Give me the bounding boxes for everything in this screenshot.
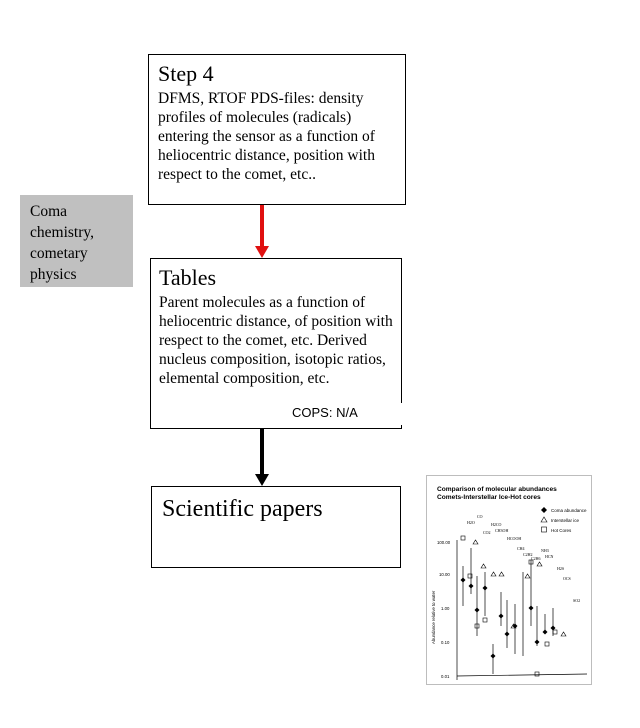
thumbnail-plot: Coma abundance Interstellar ice Hot Core… <box>431 507 588 680</box>
thumbnail-hotcore-points <box>460 535 558 677</box>
thumbnail-coma-points <box>460 577 556 659</box>
mol-label: CH4 <box>517 546 525 551</box>
legend-diamond-icon <box>541 507 547 513</box>
mol-label: NH3 <box>541 548 549 553</box>
legend-square-icon <box>541 526 547 533</box>
arrow-step4-to-tables-head <box>255 246 269 258</box>
mol-label: HCN <box>545 554 554 559</box>
mol-label: OCS <box>563 576 571 581</box>
mol-label: SO2 <box>573 598 580 603</box>
mol-label: CO2 <box>483 530 491 535</box>
thumbnail-x-axis <box>456 673 588 677</box>
ytick-100: 100.00 <box>437 540 451 545</box>
ytick-10: 10.00 <box>439 572 450 577</box>
step4-body: DFMS, RTOF PDS-files: density profiles o… <box>158 90 375 183</box>
step4-box: Step 4 DFMS, RTOF PDS-files: density pro… <box>148 54 406 205</box>
mol-label: C2H6 <box>531 556 541 561</box>
legend-coma: Coma abundance <box>551 508 587 513</box>
mol-label: CO <box>477 514 483 519</box>
tables-box: Tables Parent molecules as a function of… <box>150 258 402 429</box>
legend-triangle-icon <box>540 516 548 523</box>
thumbnail-ylabel: Abundance relative to water <box>431 590 436 644</box>
mol-label: C2H2 <box>523 552 533 557</box>
mol-label: H2CO <box>491 522 502 527</box>
papers-title: Scientific papers <box>162 496 323 522</box>
mol-label: H2S <box>557 566 564 571</box>
tables-body: Parent molecules as a function of helioc… <box>159 294 393 387</box>
ytick-0-1: 0.10 <box>441 640 450 645</box>
thumbnail-ice-points <box>472 539 567 637</box>
ytick-0-01: 0.01 <box>441 674 450 679</box>
arrow-tables-to-papers-head <box>255 474 269 486</box>
legend-ice: Interstellar ice <box>551 518 580 523</box>
thumbnail-title-line2: Comets-Interstellar Ice-Hot cores <box>437 494 541 501</box>
mol-label: H2O <box>467 520 475 525</box>
mol-label: CH3OH <box>495 528 508 533</box>
cops-note: COPS: N/A <box>286 403 404 425</box>
step4-title: Step 4 <box>158 61 214 86</box>
ytick-1: 1.00 <box>441 606 450 611</box>
mol-label: HCOOH <box>507 536 521 541</box>
coma-chemistry-note: Coma chemistry, cometary physics <box>20 195 133 287</box>
tables-title: Tables <box>159 265 217 290</box>
legend-hot-cores: Hot Cores <box>551 528 572 533</box>
thumbnail-title-line1: Comparison of molecular abundances <box>437 486 557 493</box>
scientific-papers-box: Scientific papers <box>151 486 401 568</box>
thumbnail-error-bars <box>462 548 554 674</box>
molecular-abundance-thumbnail: Comparison of molecular abundances Comet… <box>426 475 592 685</box>
